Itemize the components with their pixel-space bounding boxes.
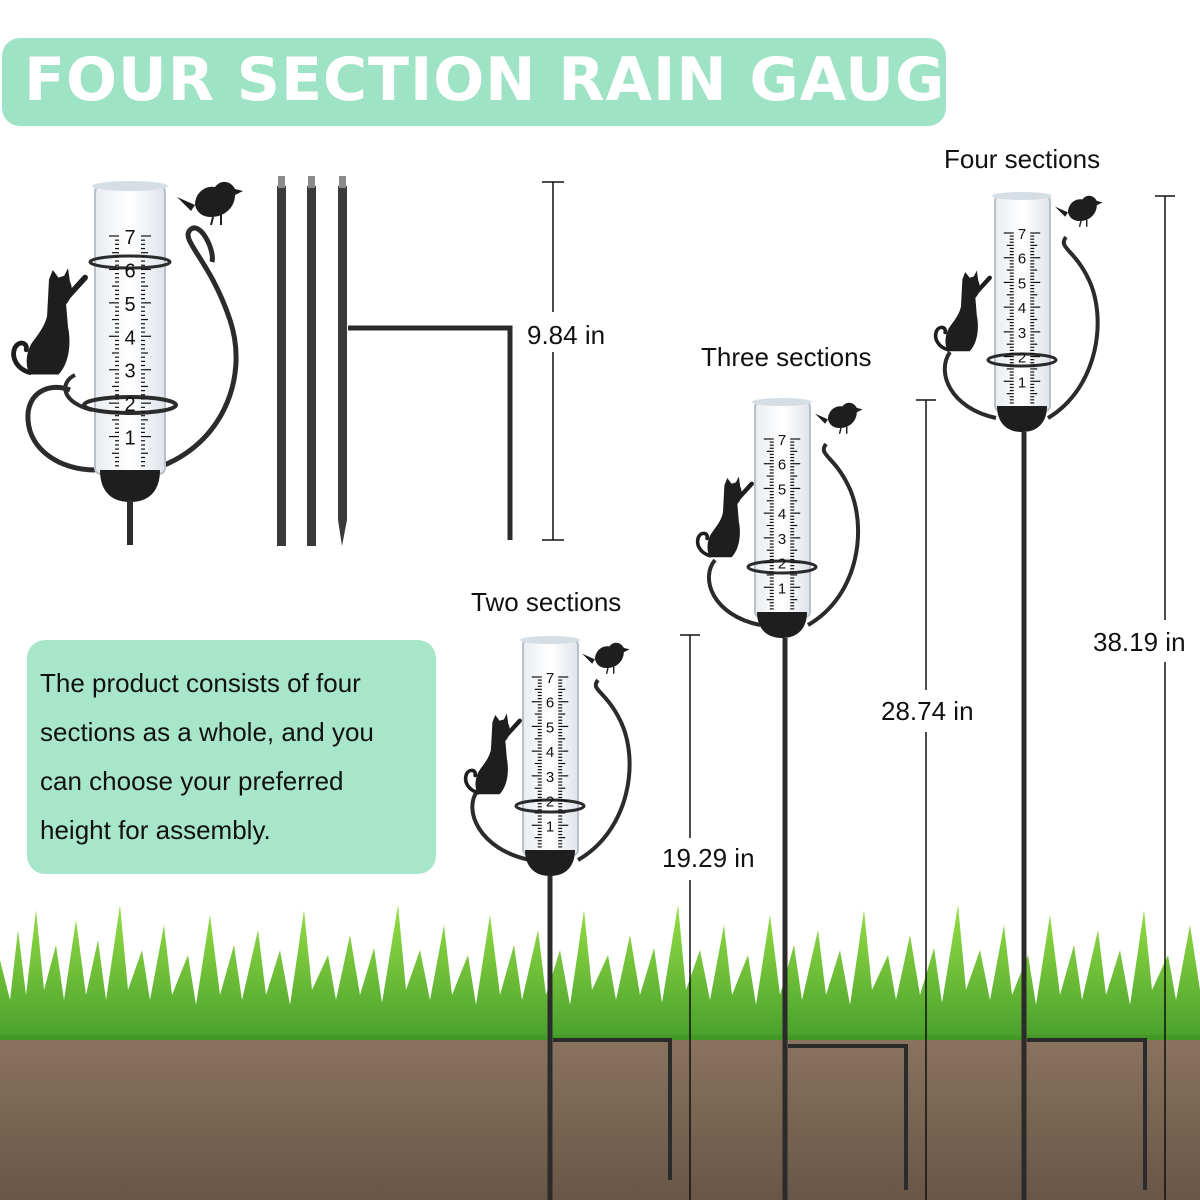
scale-number: 1 <box>124 428 135 450</box>
scale-number: 5 <box>124 294 135 316</box>
scale-number: 6 <box>124 260 135 282</box>
gauge-scale-ticks: 7 6 5 4 3 2 1 <box>109 227 151 467</box>
description-line: The product consists of four <box>40 668 361 698</box>
scale-number: 1 <box>546 818 554 835</box>
scale-number: 5 <box>546 719 554 736</box>
description-line: sections as a whole, and you <box>40 717 374 747</box>
scale-number: 5 <box>1018 275 1026 292</box>
scale-number: 1 <box>778 580 786 597</box>
title-banner <box>2 38 946 126</box>
gauge-two-sections: 7 6 5 4 3 2 1 <box>466 634 700 1200</box>
three-sections-height: 28.74 in <box>879 696 976 727</box>
four-sections-height: 38.19 in <box>1091 627 1188 658</box>
four-sections-label: Four sections <box>944 144 1101 174</box>
gauge-three-sections: 7 6 5 4 3 2 1 <box>698 398 936 1200</box>
grass-strip <box>0 905 1200 1040</box>
description-line: height for assembly. <box>40 815 271 845</box>
scale-number: 4 <box>1018 300 1026 317</box>
description-line: can choose your preferred <box>40 766 344 796</box>
scale-number: 7 <box>778 432 786 449</box>
two-sections-label: Two sections <box>471 587 622 617</box>
scale-number: 3 <box>124 361 135 383</box>
page-title: FOUR SECTION RAIN GAUGE <box>24 45 988 115</box>
scale-number: 2 <box>546 794 554 811</box>
scale-number: 5 <box>778 481 786 498</box>
rod-sections <box>277 176 347 546</box>
scale-number: 2 <box>1018 350 1026 367</box>
scale-number: 3 <box>546 769 554 786</box>
ground-stake <box>348 181 564 541</box>
gauge-head-part: 7 6 5 4 3 2 1 <box>14 180 244 545</box>
scale-number: 7 <box>124 227 135 249</box>
scale-number: 6 <box>546 695 554 712</box>
description-box <box>27 640 436 874</box>
scale-number: 4 <box>546 744 554 761</box>
scale-number: 3 <box>778 531 786 548</box>
gauge-four-sections: 7 6 5 4 3 2 1 <box>936 192 1175 1200</box>
scale-number: 4 <box>124 327 135 349</box>
scale-number: 7 <box>546 670 554 687</box>
two-sections-height: 19.29 in <box>660 843 757 874</box>
scale-number: 4 <box>778 506 786 523</box>
scale-number: 3 <box>1018 325 1026 342</box>
scale-number: 2 <box>778 556 786 573</box>
scale-number: 6 <box>1018 251 1026 268</box>
scale-number: 2 <box>124 394 135 416</box>
scale-number: 1 <box>1018 374 1026 391</box>
cat-silhouette-icon <box>14 268 85 374</box>
scale-number: 6 <box>778 457 786 474</box>
scale-number: 7 <box>1018 226 1026 243</box>
three-sections-label: Three sections <box>701 342 872 372</box>
stake-length-label: 9.84 in <box>525 320 608 351</box>
bird-silhouette-icon <box>176 180 244 226</box>
soil-ground <box>0 1035 1200 1200</box>
